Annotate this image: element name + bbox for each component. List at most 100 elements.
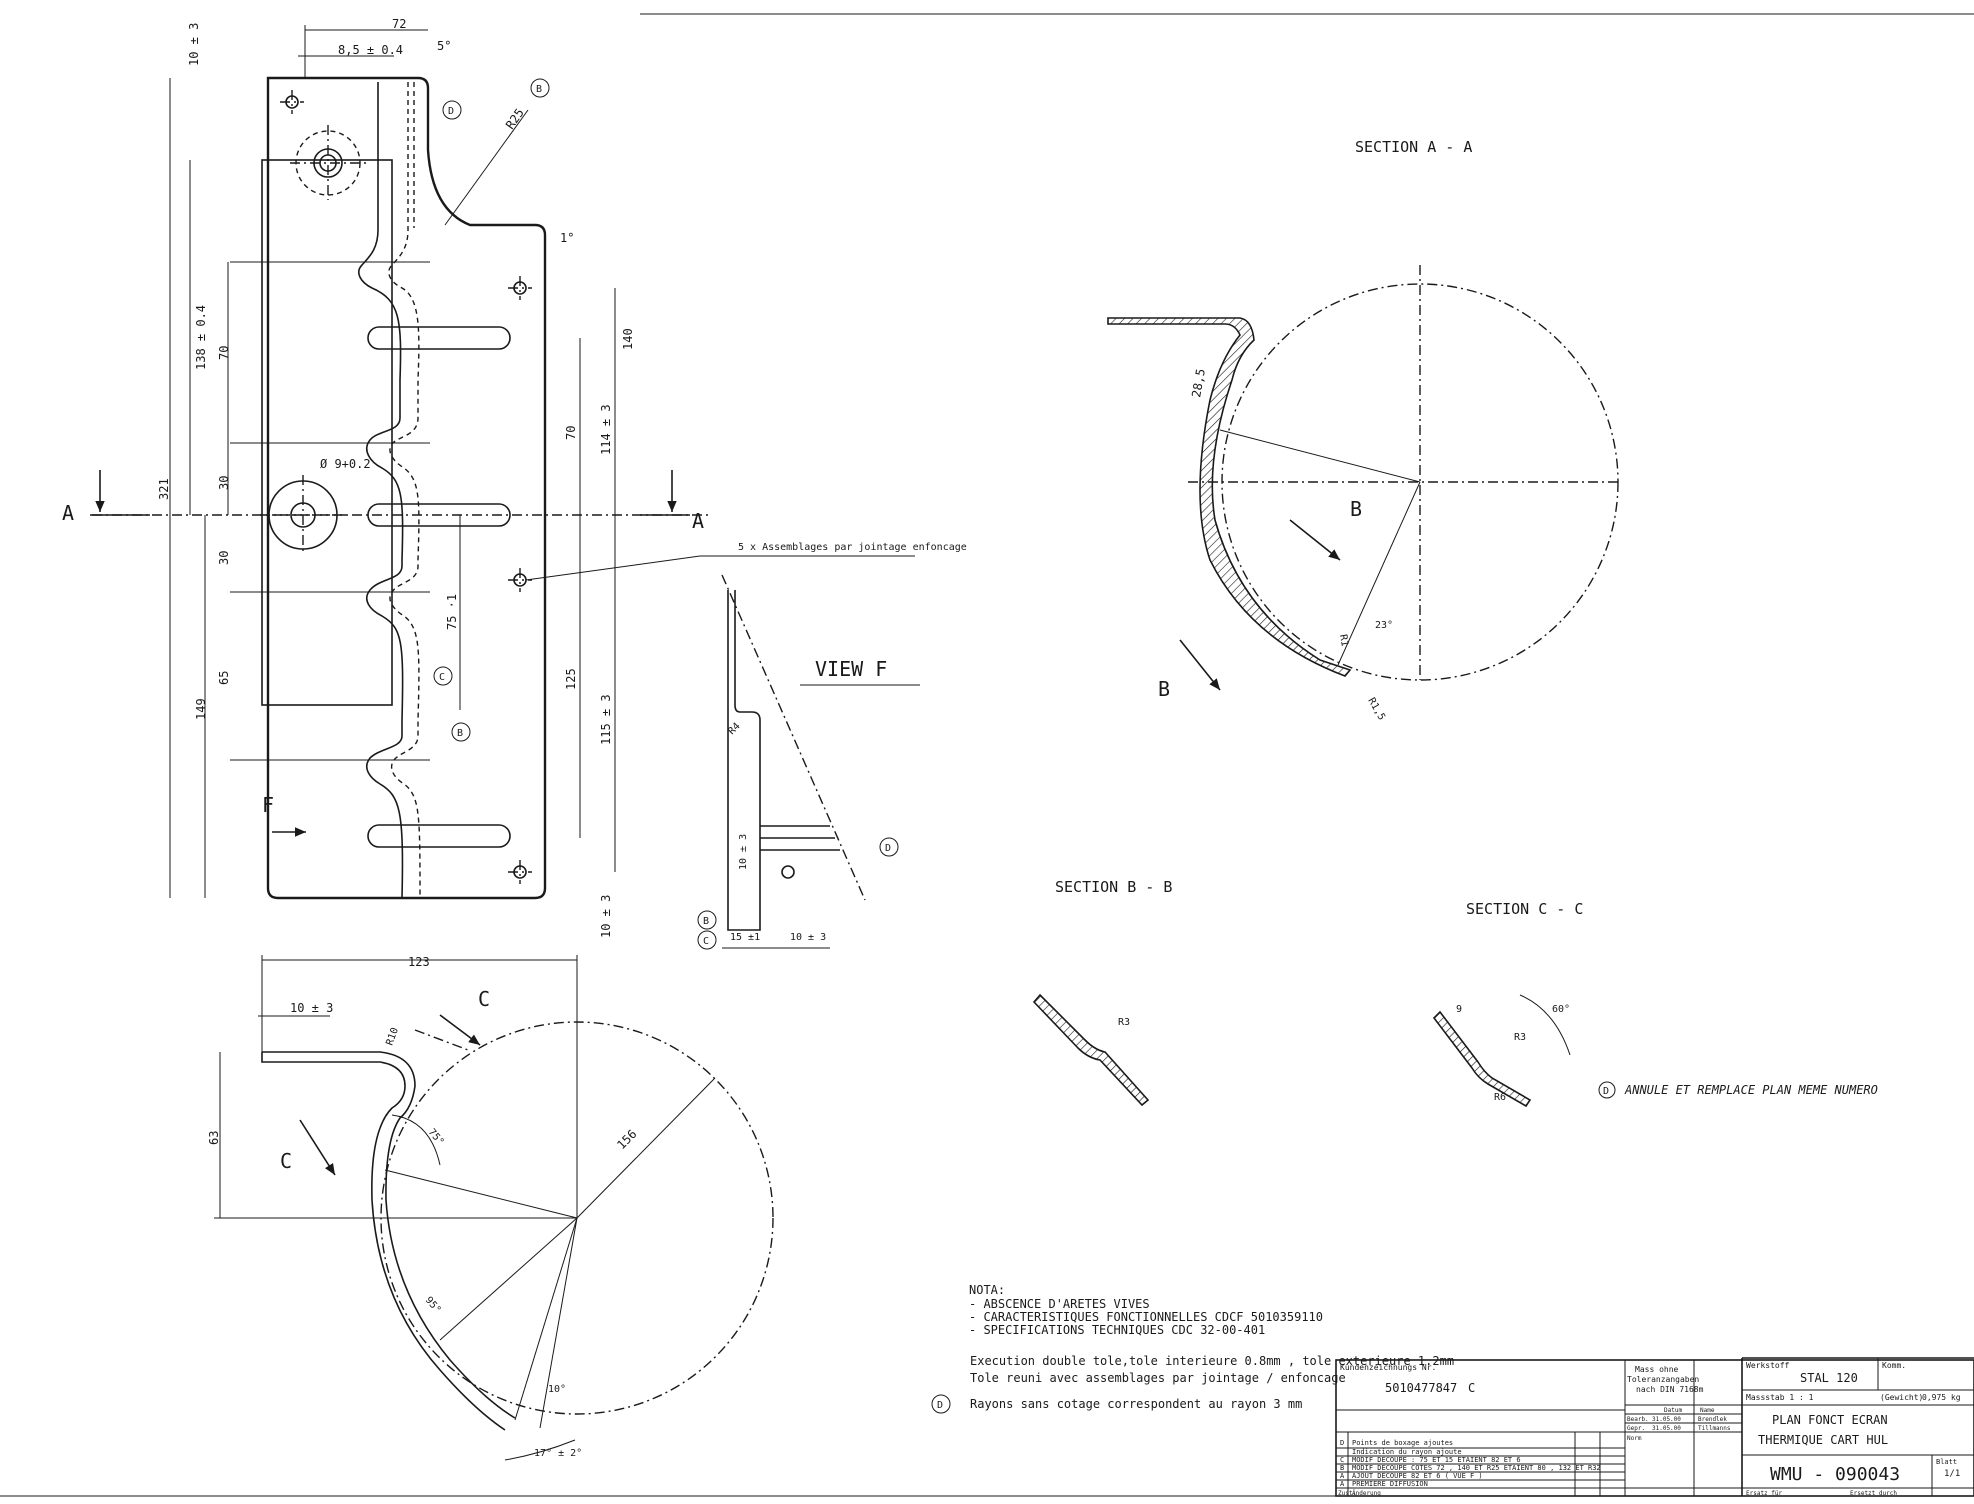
dim-114: 114 ± 3 [599, 404, 613, 455]
tb-werkstoff-label: Werkstoff [1746, 1361, 1790, 1370]
section-aa: SECTION A - A 28,5 23° R1 R1,5 B B [1107, 138, 1620, 722]
tb-gepr-label: Gepr. [1627, 1425, 1645, 1432]
tb-zust-label: Zust. [1338, 1490, 1356, 1497]
dim-70a: 70 [217, 346, 231, 360]
arrow-c-left [299, 1119, 336, 1176]
tb-rev-a2-code: A [1340, 1472, 1345, 1480]
view-f-hole [781, 865, 795, 879]
plate-outline [266, 76, 547, 900]
note-replace: ANNULE ET REMPLACE PLAN MEME NUMERO [1624, 1083, 1878, 1097]
dim-140: 140 [621, 328, 635, 350]
label-a-left: A [62, 501, 74, 525]
tb-blatt-value: 1/1 [1944, 1469, 1960, 1479]
label-b-bottom: B [1158, 677, 1170, 701]
section-bb: SECTION B - B R3 [1032, 878, 1172, 1107]
tb-gewicht-value: 0,975 kg [1922, 1393, 1961, 1402]
arrow-b-bottom [1179, 639, 1221, 691]
dim-r15: R1,5 [1365, 696, 1387, 722]
dim-138: 138 ± 0.4 [194, 305, 208, 370]
dim-321: 321 [157, 478, 171, 500]
tb-rev-d-code: D [1340, 1439, 1344, 1447]
dim-85: 8,5 ± 0.4 [338, 43, 403, 57]
dim-30b: 30 [217, 551, 231, 565]
callout-d-note [1598, 1081, 1616, 1099]
arc-60-cc [1519, 994, 1571, 1056]
arc-17 [504, 1439, 576, 1461]
dim-70b: 70 [564, 426, 578, 440]
arrow-b-top [1289, 519, 1341, 561]
slot-1 [367, 326, 511, 350]
nota-3: - SPECIFICATIONS TECHNIQUES CDC 32-00-40… [969, 1323, 1265, 1337]
label-b-top: B [1350, 497, 1362, 521]
radial-2 [439, 1217, 578, 1341]
tb-komm-label: Komm. [1882, 1361, 1906, 1370]
callout-d-note-text: D [1603, 1086, 1609, 1097]
exec-1: Execution double tole,tole interieure 0.… [970, 1354, 1454, 1368]
tb-rev-b-code: B [1340, 1464, 1344, 1472]
callout-d-vf [879, 837, 899, 857]
label-f: F [262, 793, 274, 817]
dim-75deg: 75° [426, 1127, 446, 1148]
nota-1: - ABSCENCE D'ARETES VIVES [969, 1297, 1150, 1311]
dim-10-bv: 10 ± 3 [290, 1001, 333, 1015]
exec-2: Tole reuni avec assemblages par jointage… [970, 1371, 1346, 1385]
wavy-flange-outer [358, 82, 404, 899]
callout-b-top-text: B [536, 84, 542, 95]
tb-rev-c-code: C [1340, 1456, 1344, 1464]
tb-anderung-label: Änderung [1352, 1490, 1381, 1497]
radial-4 [539, 1217, 578, 1429]
tb-title-1: PLAN FONCT ECRAN [1772, 1413, 1888, 1427]
tb-kunden-rev: C [1468, 1381, 1475, 1395]
tb-bearb-date: 31.05.00 [1652, 1416, 1681, 1423]
nota-title: NOTA: [969, 1283, 1005, 1297]
tb-drawing-no: WMU - 090043 [1770, 1464, 1900, 1485]
leader-r25 [444, 109, 529, 226]
callout-b-top [530, 78, 550, 98]
label-c-top: C [478, 987, 490, 1011]
wavy-flange-hidden [388, 82, 421, 899]
dim-10-top: 10 ± 3 [187, 23, 201, 66]
bottom-view: 123 10 ± 3 R10 63 156 75° 95° 10° 17° ± … [207, 955, 774, 1461]
view-f: VIEW F R4 10 ± 3 15 ±1 10 ± 3 B C D [697, 574, 920, 950]
leader-assemblages [525, 555, 701, 581]
title-block-frame [1335, 1359, 1974, 1497]
tb-rev-d-2: Indication du rayon ajoute [1352, 1448, 1462, 1456]
section-aa-profile [1107, 317, 1352, 677]
dim-r1: R1 [1337, 634, 1350, 648]
tb-werkstoff-value: STAL 120 [1800, 1371, 1858, 1385]
front-view: A A F 72 8,5 ± 0.4 5° 10 ± 3 321 138 ± 0… [62, 17, 967, 938]
note-assemblages: 5 x Assemblages par jointage enfoncage [738, 542, 967, 553]
callout-d-rayons-text: D [937, 1400, 943, 1411]
inner-panel [261, 159, 393, 706]
callout-b-vf-text: B [703, 916, 709, 927]
dim-125: 125 [564, 668, 578, 690]
callout-d-top [442, 100, 462, 120]
dim-63: 63 [207, 1131, 221, 1145]
dim-r3-bb: R3 [1118, 1017, 1130, 1028]
radial-23 [1337, 481, 1421, 666]
section-aa-title: SECTION A - A [1355, 138, 1472, 156]
dim-60-cc: 60° [1552, 1004, 1570, 1015]
dim-15-vf: 15 ±1 [730, 932, 760, 943]
section-cc-profile [1432, 1010, 1532, 1108]
tb-bearb-label: Bearb. [1627, 1416, 1649, 1423]
callout-b-vf [697, 910, 717, 930]
callout-d-top-text: D [448, 106, 454, 117]
tb-kunden-value: 5010477847 [1385, 1381, 1457, 1395]
dim-1deg: 1° [560, 231, 574, 245]
view-f-dash [721, 574, 866, 901]
tb-ersatz-fur: Ersatz für [1746, 1490, 1783, 1497]
dim-r10: R10 [384, 1026, 401, 1047]
tb-title-2: THERMIQUE CART HUL [1758, 1433, 1888, 1447]
label-a-right: A [692, 509, 704, 533]
section-cc: SECTION C - C 9 R3 R6 60° D ANNULE ET RE… [1432, 900, 1878, 1108]
dim-75: 75 ·1 [445, 594, 459, 630]
dim-115: 115 ± 3 [599, 694, 613, 745]
dim-65: 65 [217, 671, 231, 685]
tb-gepr-name: Tillmanns [1698, 1425, 1731, 1432]
dim-72: 72 [392, 17, 406, 31]
tb-rev-d-1: Points de boxage ajoutes [1352, 1439, 1453, 1447]
dim-10-bot: 10 ± 3 [599, 895, 613, 938]
tb-mass-2: Toleranzangaben [1627, 1375, 1699, 1384]
